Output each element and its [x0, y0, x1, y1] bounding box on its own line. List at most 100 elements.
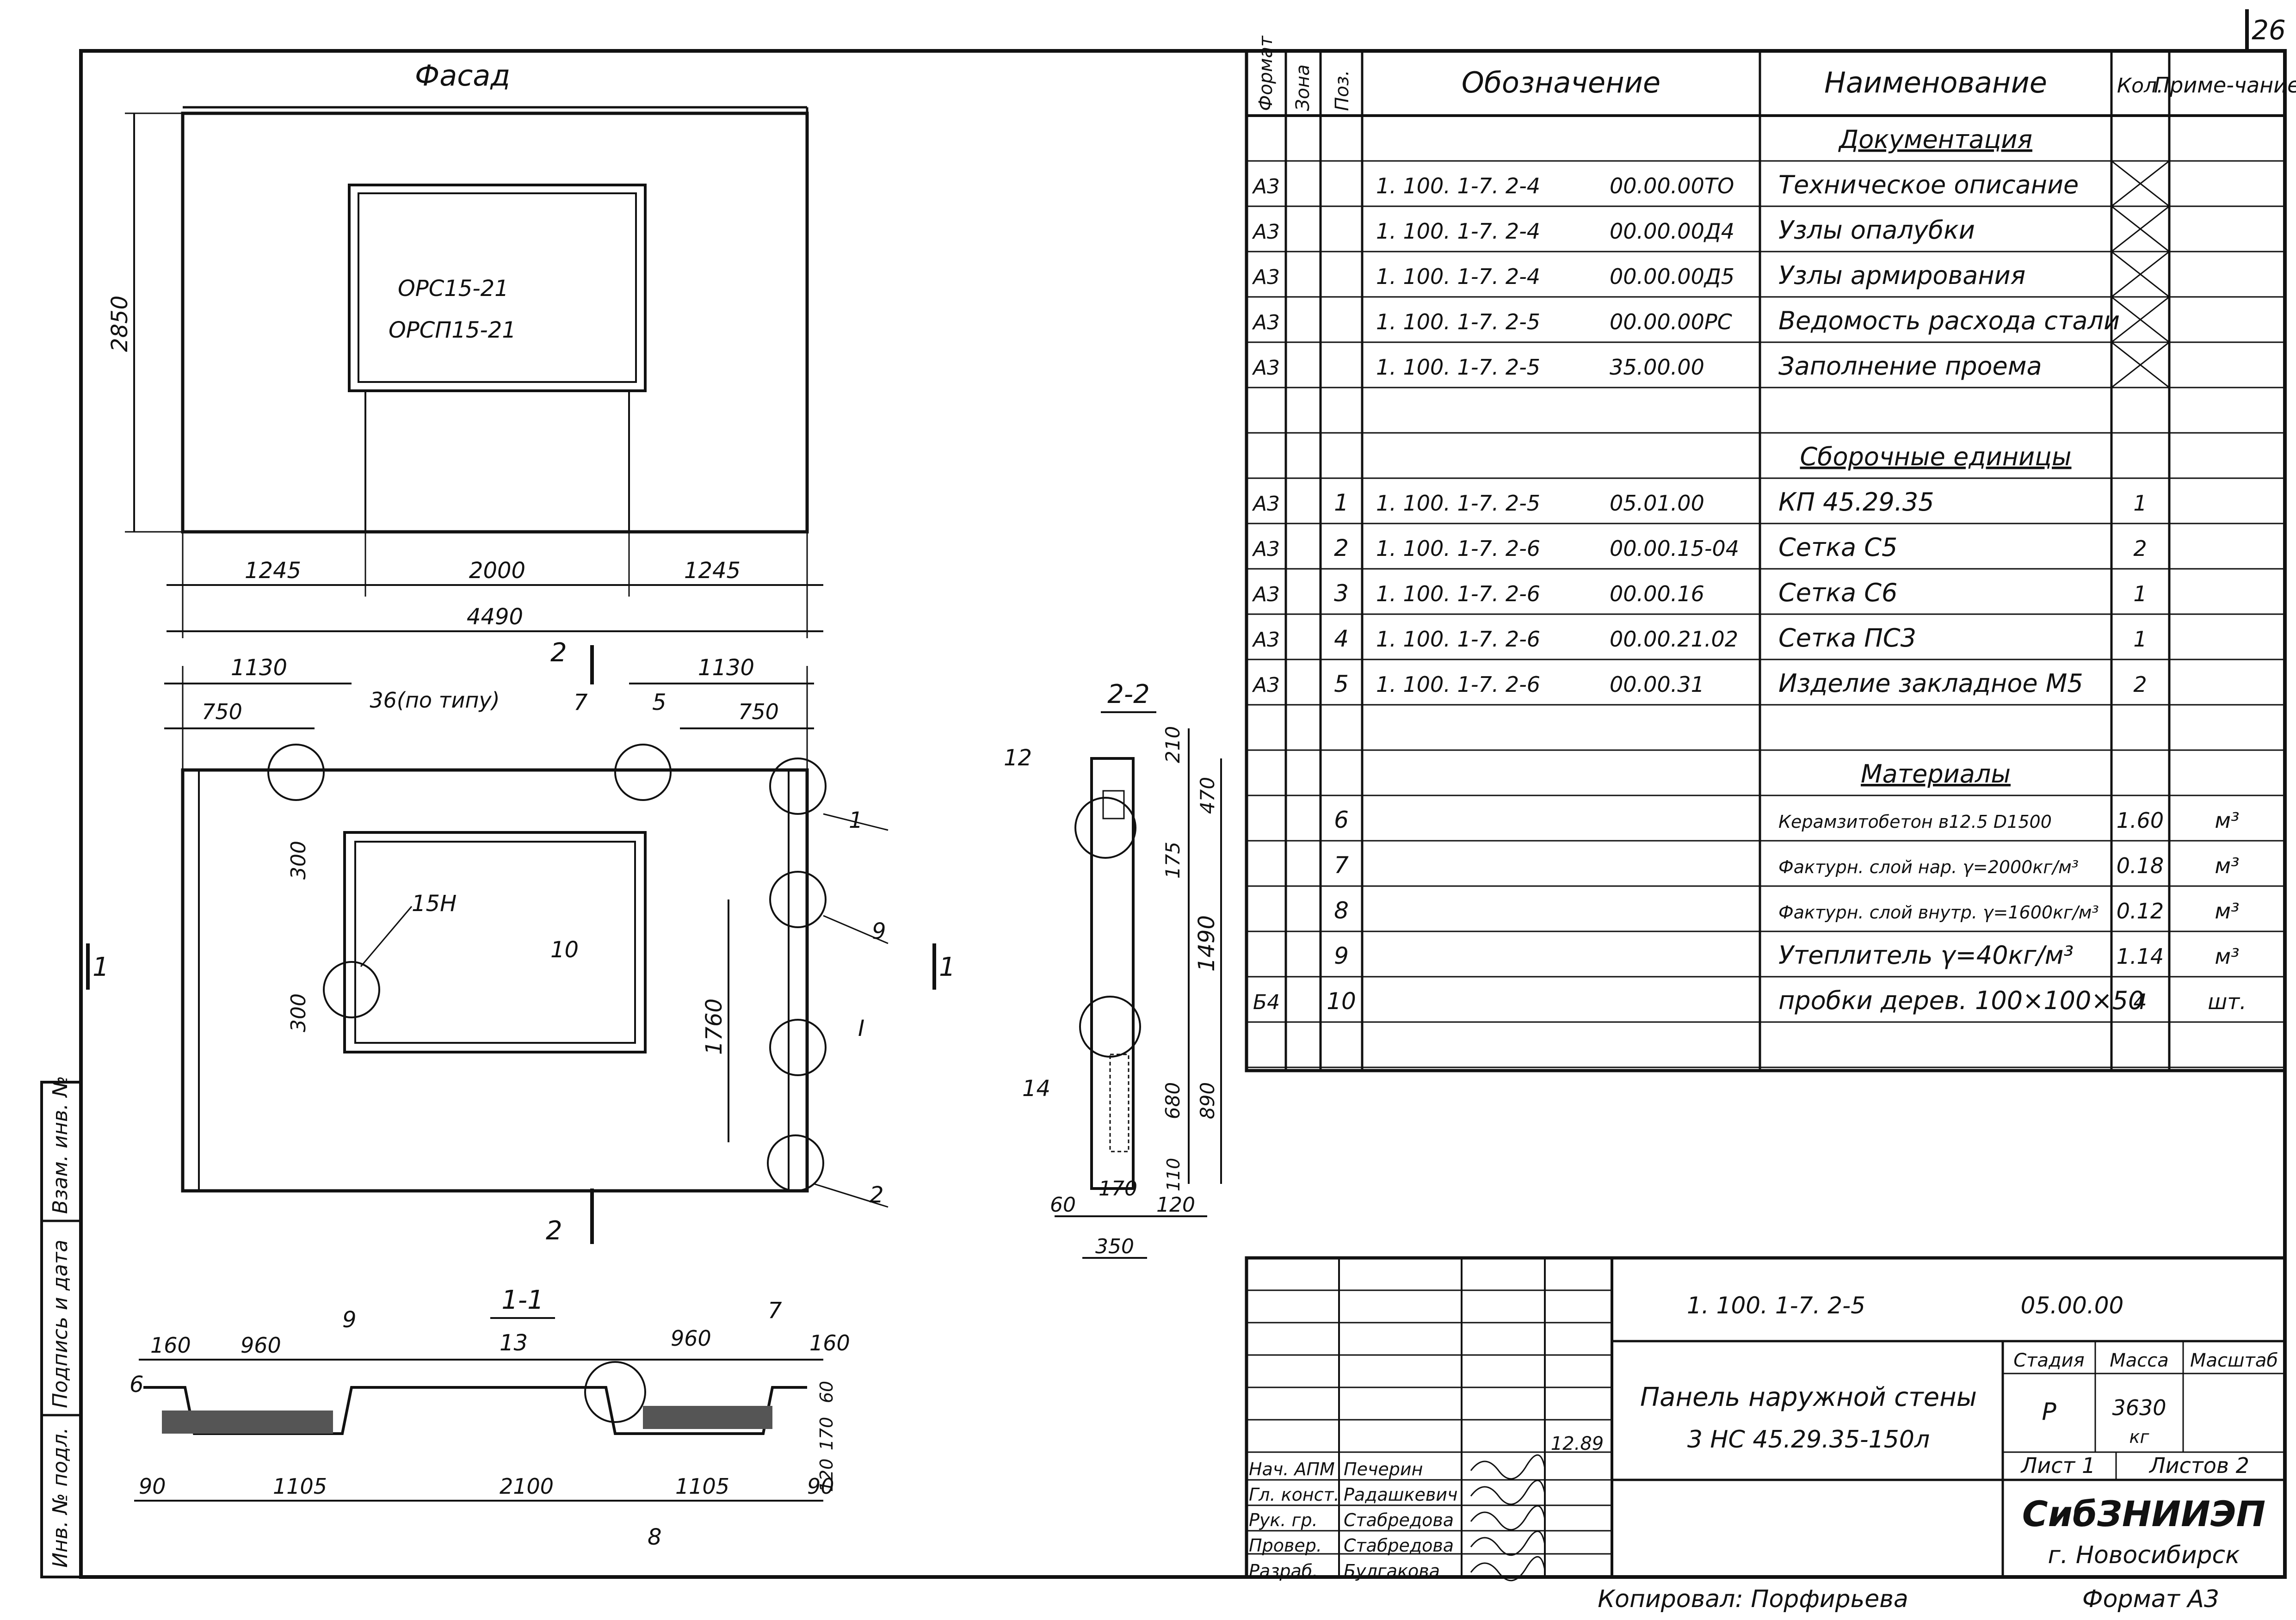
s22-dim-210: 210: [1161, 726, 1184, 763]
s11-dim-1105-right: 1105: [675, 1474, 729, 1499]
s11-dim-90-left: 90: [139, 1474, 166, 1499]
cross-mark-icon: [2111, 296, 2170, 343]
spec-cell-designation: 1. 100. 1-7. 2-6: [1376, 536, 1540, 561]
plan-dim-top-left: 1130: [231, 655, 287, 681]
spec-cell-name: Техническое описание: [1778, 170, 2079, 199]
s11-callout-9: 9: [342, 1307, 357, 1333]
spec-cell-name: Фактурн. слой нар. γ=2000кг/м³: [1778, 857, 2079, 877]
spec-cell-designation: 1. 100. 1-7. 2-6: [1376, 581, 1540, 606]
spec-cell-name: Фактурн. слой внутр. γ=1600кг/м³: [1778, 902, 2099, 923]
cross-mark-icon: [2111, 251, 2170, 298]
s11-callout-8: 8: [648, 1524, 662, 1550]
spec-cell-code: 00.00.31: [1610, 672, 1704, 697]
facade-dim-right: 1245: [684, 558, 741, 584]
plan-callout-5: 5: [652, 690, 667, 715]
spec-cell-format: Б4: [1253, 991, 1280, 1014]
spec-cell-note: м³: [2215, 853, 2239, 878]
spec-row: Сборочные единицы: [1247, 442, 2285, 479]
header-designation: Обозначение: [1462, 66, 1660, 99]
facade-total-width: 4490: [467, 604, 523, 630]
plan-dim-side-300-top: 300: [287, 841, 310, 880]
s11-dim-960-left: 960: [241, 1333, 281, 1358]
spec-cell-note: м³: [2215, 944, 2239, 969]
header-format: Формат: [1255, 35, 1277, 111]
title-stage: Р: [2042, 1398, 2056, 1426]
spec-cell-qty: 1: [2133, 491, 2147, 516]
insulation-left: [162, 1411, 333, 1434]
spec-cell-designation: 1. 100. 1-7. 2-5: [1376, 309, 1540, 334]
signature-row: Гл. конст.Радашкевич: [1249, 1479, 1546, 1505]
spec-cell-code: 00.00.00ТО: [1610, 173, 1734, 198]
s11-callout-7: 7: [768, 1298, 782, 1324]
plan-dim-1760: 1760: [701, 998, 727, 1055]
sheet-number-box: 26: [2245, 9, 2286, 51]
side-stamp: Инв. № подл. Подпись и дата Взам. инв. №: [40, 1076, 82, 1578]
plan-dim-typical: 36(по типу): [370, 688, 500, 713]
section-2-2-callout-14: 14: [1022, 1076, 1050, 1102]
signature-name: Радашкевич: [1344, 1484, 1457, 1505]
title-mass-label: Масса: [2110, 1350, 2169, 1371]
spec-cell-note: м³: [2215, 899, 2239, 924]
signature-row: Разраб.Булгакова: [1249, 1556, 1546, 1582]
spec-cell-code: 35.00.00: [1610, 355, 1704, 380]
sheet-number: 26: [2252, 14, 2286, 46]
plan-dim-left-750: 750: [202, 699, 242, 724]
spec-cell-pos: 9: [1334, 942, 1349, 969]
s11-dim-1105-left: 1105: [273, 1474, 327, 1499]
facade-view: Фасад ОРС15-21 ОРСП15-21 2850 1245 2000 …: [107, 59, 823, 638]
stamp-inv-no: Инв. № подл.: [49, 1427, 72, 1568]
header-name: Наименование: [1824, 66, 2047, 99]
spec-cell-qty: 4: [2133, 989, 2147, 1014]
spec-cell-code: 00.00.00Д5: [1610, 264, 1734, 289]
spec-cell-pos: 6: [1334, 807, 1349, 833]
facade-window-label-1: ОРС15-21: [398, 276, 509, 302]
specification-table: Формат Зона Поз. Обозначение Наименовани…: [1245, 35, 2296, 1072]
spec-cell-pos: 10: [1327, 988, 1356, 1015]
spec-cell-designation: 1. 100. 1-7. 2-4: [1376, 219, 1540, 244]
plan-callout-I: I: [858, 1016, 864, 1041]
spec-cell-designation: 1. 100. 1-7. 2-6: [1376, 627, 1540, 652]
cross-mark-icon: [2111, 205, 2170, 253]
spec-cell-code: 00.00.16: [1610, 581, 1704, 606]
plan-dim-side-300-bottom: 300: [287, 993, 310, 1032]
footer-format: Формат А3: [2082, 1585, 2219, 1613]
s11-dim-160-left: 160: [150, 1333, 191, 1358]
signature-scribble-icon: [1470, 1505, 1546, 1531]
cross-mark-icon: [2111, 160, 2170, 207]
s22-dim-110: 110: [1163, 1158, 1184, 1192]
plan-callout-15H: 15Н: [412, 891, 457, 917]
spec-cell-format: А3: [1252, 311, 1280, 334]
spec-cell-note: м³: [2215, 808, 2239, 833]
spec-cell-note: шт.: [2208, 989, 2247, 1014]
signature-role: Рук. гр.: [1249, 1510, 1318, 1530]
s22-dim-350: 350: [1095, 1235, 1134, 1258]
signature-name: Булгакова: [1344, 1561, 1440, 1581]
spec-cell-designation: 1. 100. 1-7. 2-5: [1376, 355, 1540, 380]
title-name-line-2: 3 НС 45.29.35-150л: [1687, 1426, 1930, 1454]
spec-cell-name: Узлы опалубки: [1778, 216, 1975, 245]
spec-cell-pos: 3: [1334, 580, 1349, 607]
title-scale-label: Масштаб: [2190, 1350, 2278, 1371]
spec-cell-name: Документация: [1838, 125, 2032, 154]
plan-section-mark-left: 1: [93, 952, 109, 982]
s22-dim-890: 890: [1196, 1082, 1219, 1119]
signature-scribble-icon: [1470, 1530, 1546, 1556]
spec-cell-name: Сетка С5: [1778, 533, 1897, 562]
signature-row: Рук. гр.Стабредова: [1249, 1505, 1546, 1531]
spec-cell-name: Сетка С6: [1778, 578, 1897, 607]
plan-callout-1: 1: [849, 807, 863, 833]
section-1-1-title: 1-1: [501, 1285, 543, 1315]
spec-cell-pos: 7: [1334, 852, 1349, 879]
signature-role: Гл. конст.: [1249, 1484, 1339, 1505]
s22-dim-120: 120: [1156, 1193, 1195, 1217]
title-name-line-1: Панель наружной стены: [1640, 1382, 1977, 1412]
title-doc-code: 1. 100. 1-7. 2-5: [1687, 1292, 1865, 1319]
spec-cell-qty: 1.14: [2117, 944, 2164, 969]
